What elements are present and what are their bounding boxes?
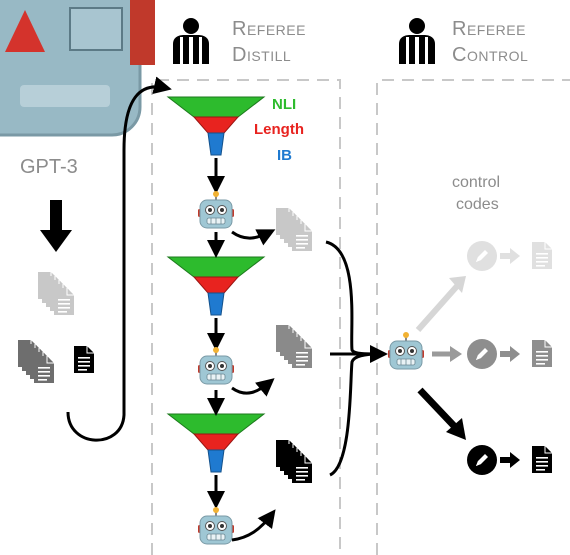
generated-document-stack-icon: [38, 272, 74, 315]
branch-light-arrow: [415, 283, 461, 332]
funnel-icon-3: [167, 413, 265, 473]
funnel-icon-1: [167, 96, 265, 156]
robot1-output-arrow: [231, 229, 276, 246]
robot-icon-1: [197, 190, 235, 229]
branch-dark-arrow: [417, 387, 459, 431]
gpt3-robot-icon: [0, 0, 155, 137]
referee-distill-title-line2: Distill: [232, 44, 292, 66]
referee-distill-icon: [173, 18, 209, 64]
filter-label-ib: IB: [277, 147, 292, 164]
filter-label-length: Length: [254, 121, 304, 138]
control-codes-label-line1: control: [452, 174, 501, 191]
gpt3-down-arrow-icon: [40, 200, 72, 252]
pencil-icon-dark: [467, 445, 497, 475]
funnel-icon-2: [167, 256, 265, 316]
control-column-border: [376, 79, 570, 555]
gpt3-label: GPT-3: [20, 156, 78, 178]
arrow-icon-dark: [500, 452, 520, 468]
merge-curve-top: [325, 240, 385, 356]
final-document-dark-icon: [531, 445, 553, 474]
robot-icon-2: [197, 346, 235, 385]
referee-distill-title-line1: Referee: [232, 18, 306, 40]
output-stack-gray-icon: [276, 325, 312, 368]
output-stack-light-icon: [276, 208, 312, 251]
referee-control-icon: [399, 18, 435, 64]
pencil-icon-light: [467, 241, 497, 271]
loop-curve-arrow: [66, 76, 172, 442]
merge-curve-bottom: [329, 352, 381, 477]
arrow-icon-light: [500, 248, 520, 264]
pencil-icon-gray: [467, 339, 497, 369]
control-codes-label-line2: codes: [456, 196, 499, 213]
mixed-document-stack-icon: [18, 340, 54, 383]
filter-label-nli: NLI: [272, 96, 297, 113]
control-robot-icon: [387, 331, 425, 370]
arrow-icon-gray: [500, 346, 520, 362]
robot2-output-arrow: [231, 378, 275, 397]
single-document-icon: [73, 345, 95, 374]
referee-control-title-line1: Referee: [452, 18, 526, 40]
referee-control-title-line2: Control: [452, 44, 529, 66]
final-document-gray-icon: [531, 339, 553, 368]
robot3-output-arrow: [231, 509, 276, 542]
distill-column-border: [151, 79, 341, 555]
robot-icon-3: [197, 506, 235, 545]
final-document-light-icon: [531, 241, 553, 270]
output-stack-dark-icon: [276, 440, 312, 483]
